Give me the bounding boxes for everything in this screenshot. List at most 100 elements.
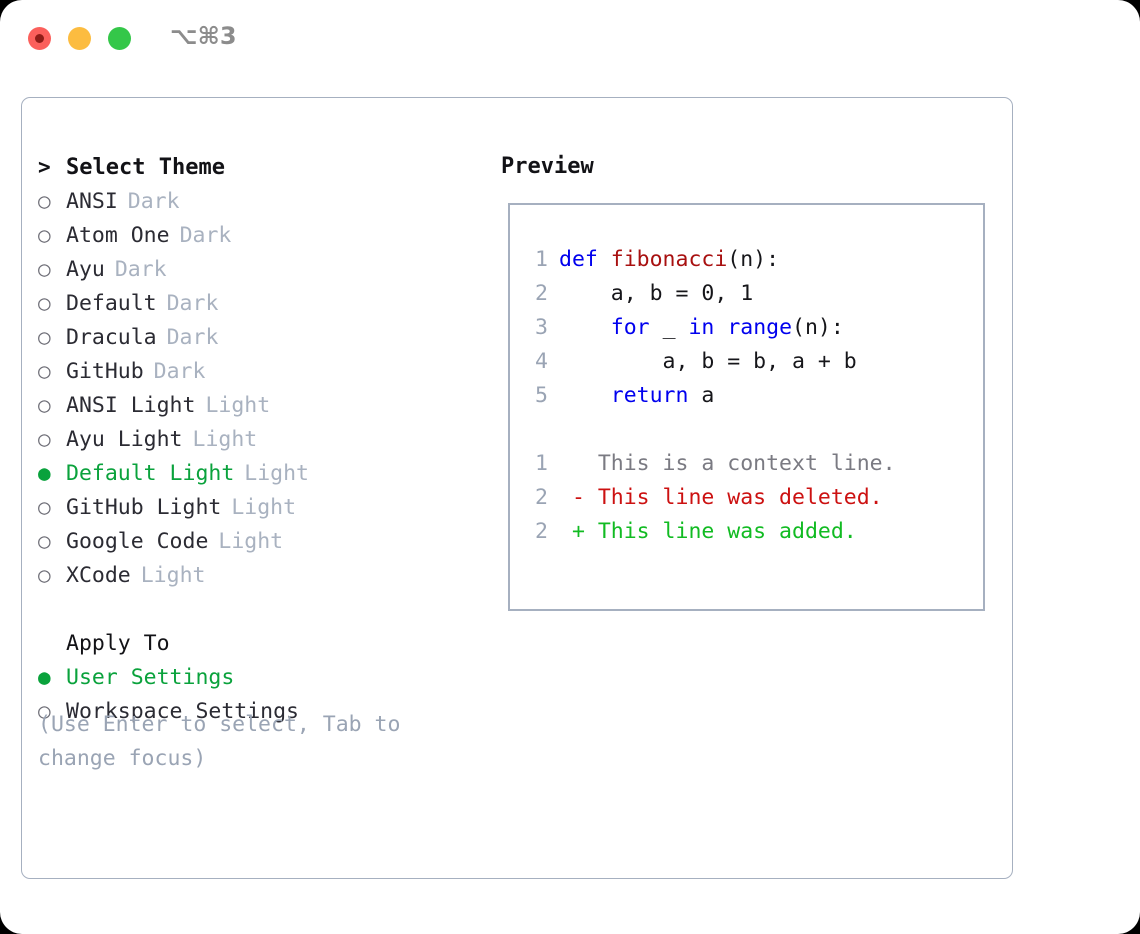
- theme-name: ANSI Light: [66, 393, 196, 418]
- radio-selected-icon: ●: [38, 665, 51, 689]
- zoom-button[interactable]: [108, 27, 131, 50]
- close-icon: [35, 34, 44, 43]
- list-spacer: [38, 592, 468, 626]
- theme-list-item[interactable]: ○ Ayu Light Light: [38, 422, 468, 456]
- preview-gap: [522, 413, 896, 447]
- help-line-2: change focus): [38, 746, 207, 771]
- theme-name: Google Code: [66, 529, 209, 554]
- code-token: return: [610, 383, 689, 408]
- apply-to-header: ○Apply To: [38, 626, 468, 660]
- apply-to-title: Apply To: [66, 631, 170, 656]
- code-line: 4 a, b = b, a + b: [522, 345, 896, 379]
- diff-content: This is a context line.: [559, 451, 896, 476]
- theme-variant-badge: Light: [140, 563, 206, 588]
- theme-picker-header: > Select Theme: [38, 150, 468, 184]
- apply-to-item[interactable]: ○ Workspace Settings: [38, 694, 468, 728]
- code-token: in: [688, 315, 715, 340]
- close-button[interactable]: [28, 27, 51, 50]
- theme-name: Dracula: [66, 325, 157, 350]
- theme-list-item[interactable]: ○ ANSI Light Light: [38, 388, 468, 422]
- theme-variant-badge: Light: [218, 529, 284, 554]
- preview-title: Preview: [501, 154, 594, 179]
- help-text: (Use Enter to select, Tab to change focu…: [38, 708, 458, 776]
- radio-unselected-icon: ○: [38, 291, 51, 315]
- title-bar: ⌥⌘3: [0, 0, 1140, 78]
- theme-list-item[interactable]: ○ Ayu Dark: [38, 252, 468, 286]
- radio-unselected-icon: ○: [38, 325, 51, 349]
- apply-to-label: User Settings: [66, 665, 235, 690]
- theme-list-item[interactable]: ○ Atom One Dark: [38, 218, 468, 252]
- code-token: (n):: [792, 315, 844, 340]
- theme-list-item[interactable]: ○ XCode Light: [38, 558, 468, 592]
- theme-variant-badge: Dark: [127, 189, 180, 214]
- theme-variant-badge: Light: [192, 427, 258, 452]
- code-token: [559, 315, 611, 340]
- theme-list-item[interactable]: ○ Default Dark: [38, 286, 468, 320]
- theme-variant-badge: Light: [244, 461, 310, 486]
- radio-unselected-icon: ○: [38, 699, 51, 723]
- radio-unselected-icon: ○: [38, 223, 51, 247]
- code-token: [714, 315, 727, 340]
- code-token: a, b = 0, 1: [559, 281, 754, 306]
- theme-name: ANSI: [66, 189, 118, 214]
- theme-variant-badge: Light: [231, 495, 297, 520]
- minimize-button[interactable]: [68, 27, 91, 50]
- radio-unselected-icon: ○: [38, 359, 51, 383]
- apply-to-list: ● User Settings ○ Workspace Settings: [38, 660, 468, 728]
- line-number: 3: [535, 315, 548, 340]
- theme-name: Default: [66, 291, 157, 316]
- radio-unselected-icon: ○: [38, 257, 51, 281]
- theme-variant-badge: Dark: [179, 223, 232, 248]
- code-token: a, b = b, a + b: [559, 349, 857, 374]
- code-token: (n):: [727, 247, 780, 272]
- diff-line: 1 This is a context line.: [522, 447, 896, 481]
- code-token: fibonacci: [610, 247, 728, 272]
- code-token: _: [649, 315, 689, 340]
- theme-variant-badge: Dark: [166, 291, 219, 316]
- line-number: 2: [535, 281, 548, 306]
- theme-list-item[interactable]: ○ ANSI Dark: [38, 184, 468, 218]
- code-line: 2 a, b = 0, 1: [522, 277, 896, 311]
- theme-picker-title: Select Theme: [66, 155, 225, 180]
- theme-name: GitHub Light: [66, 495, 222, 520]
- radio-unselected-icon: ○: [38, 563, 51, 587]
- theme-name: Ayu Light: [66, 427, 183, 452]
- code-token: [559, 383, 611, 408]
- apply-to-item[interactable]: ● User Settings: [38, 660, 468, 694]
- prompt-caret-icon: >: [38, 155, 51, 179]
- line-number: 2: [535, 485, 548, 510]
- theme-variant-badge: Light: [205, 393, 271, 418]
- theme-name: Default Light: [66, 461, 235, 486]
- diff-content: + This line was added.: [559, 519, 857, 544]
- line-number: 5: [535, 383, 548, 408]
- bullet-placeholder-icon: ○: [38, 626, 66, 660]
- theme-name: GitHub: [66, 359, 144, 384]
- radio-unselected-icon: ○: [38, 189, 51, 213]
- apply-to-label: Workspace Settings: [66, 699, 299, 724]
- line-number: 1: [535, 451, 548, 476]
- code-line: 3 for _ in range(n):: [522, 311, 896, 345]
- theme-variant-badge: Dark: [114, 257, 167, 282]
- radio-unselected-icon: ○: [38, 393, 51, 417]
- radio-unselected-icon: ○: [38, 529, 51, 553]
- radio-unselected-icon: ○: [38, 427, 51, 451]
- diff-line: 2 - This line was deleted.: [522, 481, 896, 515]
- theme-name: Atom One: [66, 223, 170, 248]
- theme-name: Ayu: [66, 257, 105, 282]
- theme-name: XCode: [66, 563, 131, 588]
- code-line: 5 return a: [522, 379, 896, 413]
- theme-list-item[interactable]: ○ Google Code Light: [38, 524, 468, 558]
- diff-line: 2 + This line was added.: [522, 515, 896, 549]
- help-line-1: (Use Enter to select, Tab to: [38, 712, 401, 737]
- code-token: def: [559, 247, 611, 272]
